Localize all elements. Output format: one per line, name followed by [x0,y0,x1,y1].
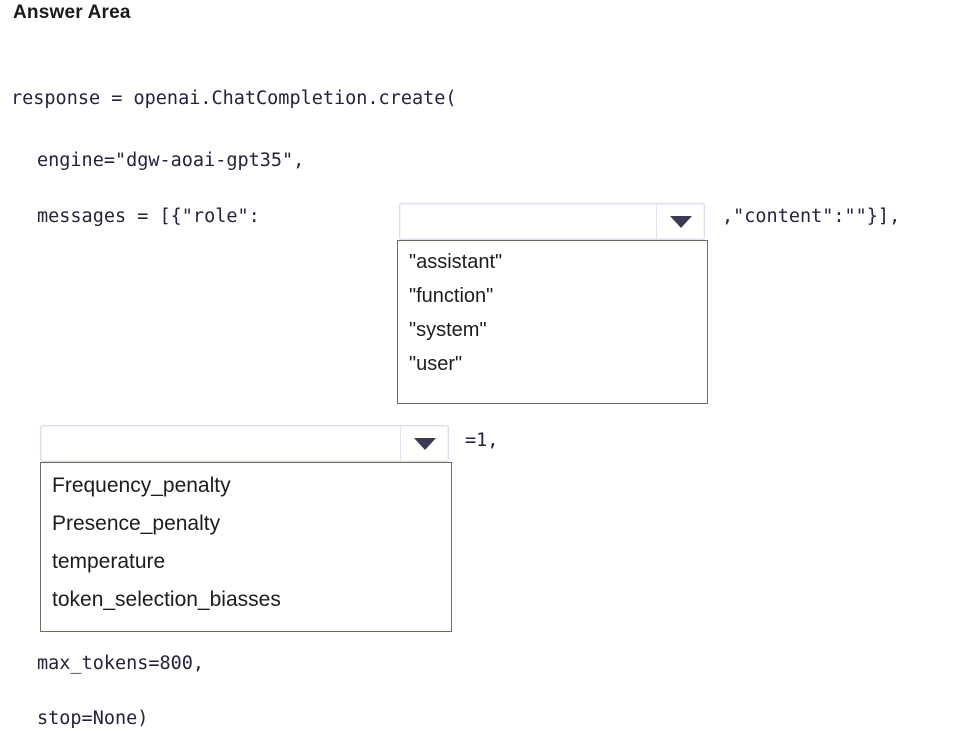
code-line-engine: engine="dgw-aoai-gpt35", [37,150,305,171]
list-item[interactable]: temperature [52,550,166,573]
role-dropdown-value[interactable] [400,204,656,239]
list-item[interactable]: Frequency_penalty [52,474,231,497]
list-item[interactable]: "function" [409,285,494,307]
role-dropdown-listbox[interactable]: "assistant" "function" "system" "user" [397,240,708,404]
code-line-parameter-tail: =1, [465,430,499,451]
page-title: Answer Area [13,2,131,23]
chevron-down-icon[interactable] [400,426,448,461]
code-line-stop: stop=None) [37,708,149,729]
code-line-max-tokens: max_tokens=800, [37,653,205,674]
list-item[interactable]: "user" [409,353,463,375]
triangle-glyph [669,215,692,228]
parameter-dropdown-value[interactable] [41,426,400,461]
chevron-down-icon[interactable] [656,204,704,239]
parameter-dropdown[interactable] [40,425,449,462]
code-line-messages: messages = [{"role": [37,206,260,227]
code-line-messages-tail: ,"content":""}], [722,206,901,227]
triangle-glyph [413,437,436,450]
role-dropdown[interactable] [399,203,705,240]
parameter-dropdown-listbox[interactable]: Frequency_penalty Presence_penalty tempe… [40,462,452,632]
list-item[interactable]: "system" [409,319,487,341]
code-line-response: response = openai.ChatCompletion.create( [11,88,457,109]
list-item[interactable]: "assistant" [409,251,503,273]
list-item[interactable]: Presence_penalty [52,512,221,535]
list-item[interactable]: token_selection_biasses [52,588,281,611]
